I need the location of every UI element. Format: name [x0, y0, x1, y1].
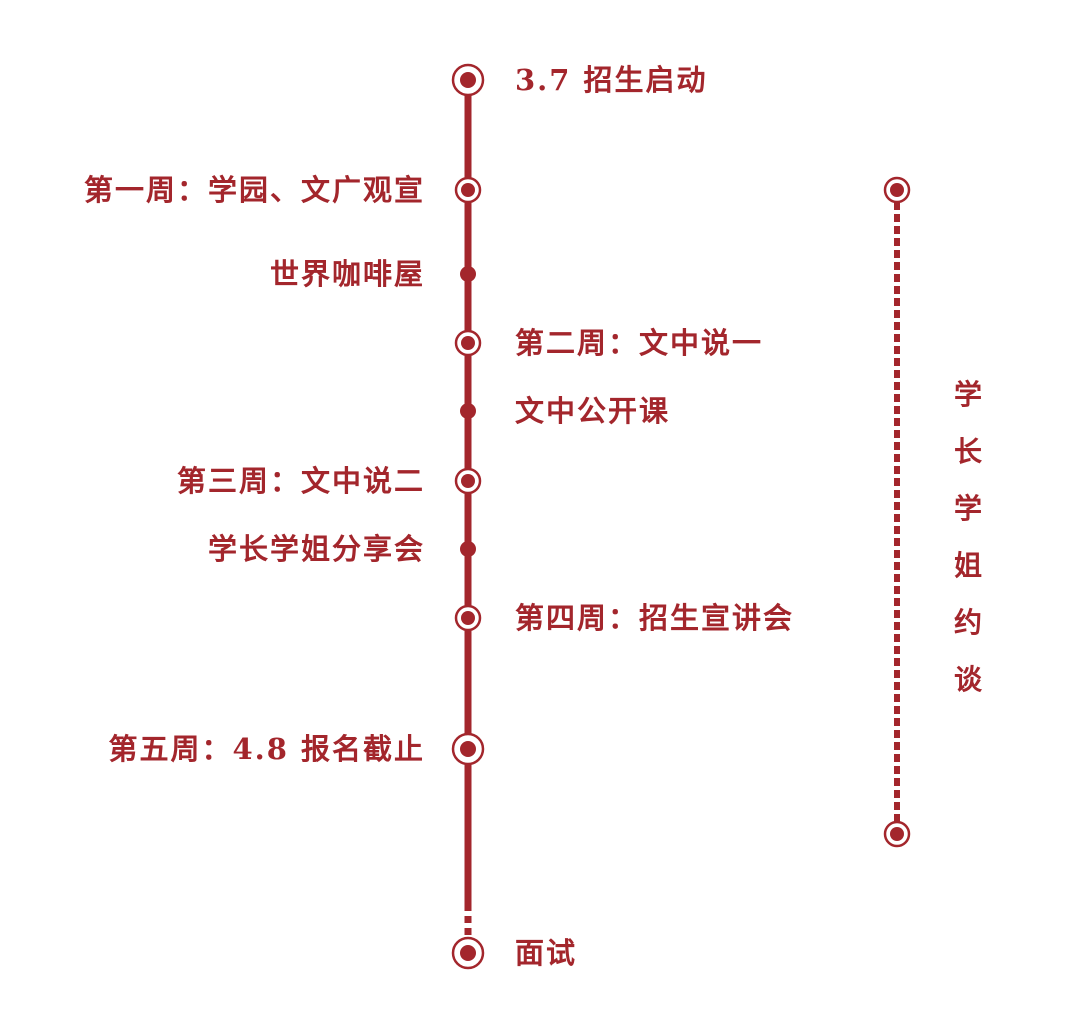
label-week4: 第四周：招生宣讲会: [515, 601, 795, 635]
label-week5: 第五周：4.8 报名截止: [108, 732, 425, 766]
marker-week3-event: [460, 541, 476, 557]
label-week2: 第二周：文中说一: [515, 326, 764, 360]
label-start: 3.7 招生启动: [515, 63, 708, 97]
label-week1: 第一周：学园、文广观宣: [83, 173, 425, 207]
label-week3: 第三周：文中说二: [176, 464, 425, 498]
marker-week1-event: [460, 266, 476, 282]
side-track-marker-bottom: [883, 820, 911, 848]
marker-week4: [454, 604, 482, 632]
marker-week5: [451, 732, 485, 766]
side-track-marker-top: [883, 176, 911, 204]
marker-start: [451, 63, 485, 97]
label-week2-event: 文中公开课: [515, 394, 671, 428]
marker-week2-event: [460, 403, 476, 419]
label-week1-event: 世界咖啡屋: [269, 257, 425, 291]
marker-week1: [454, 176, 482, 204]
marker-week2: [454, 329, 482, 357]
marker-end: [451, 936, 485, 970]
label-week3-event: 学长学姐分享会: [207, 532, 425, 566]
marker-week3: [454, 467, 482, 495]
label-end: 面试: [515, 936, 578, 970]
side-track-label: 学长学姐约谈: [953, 378, 982, 696]
